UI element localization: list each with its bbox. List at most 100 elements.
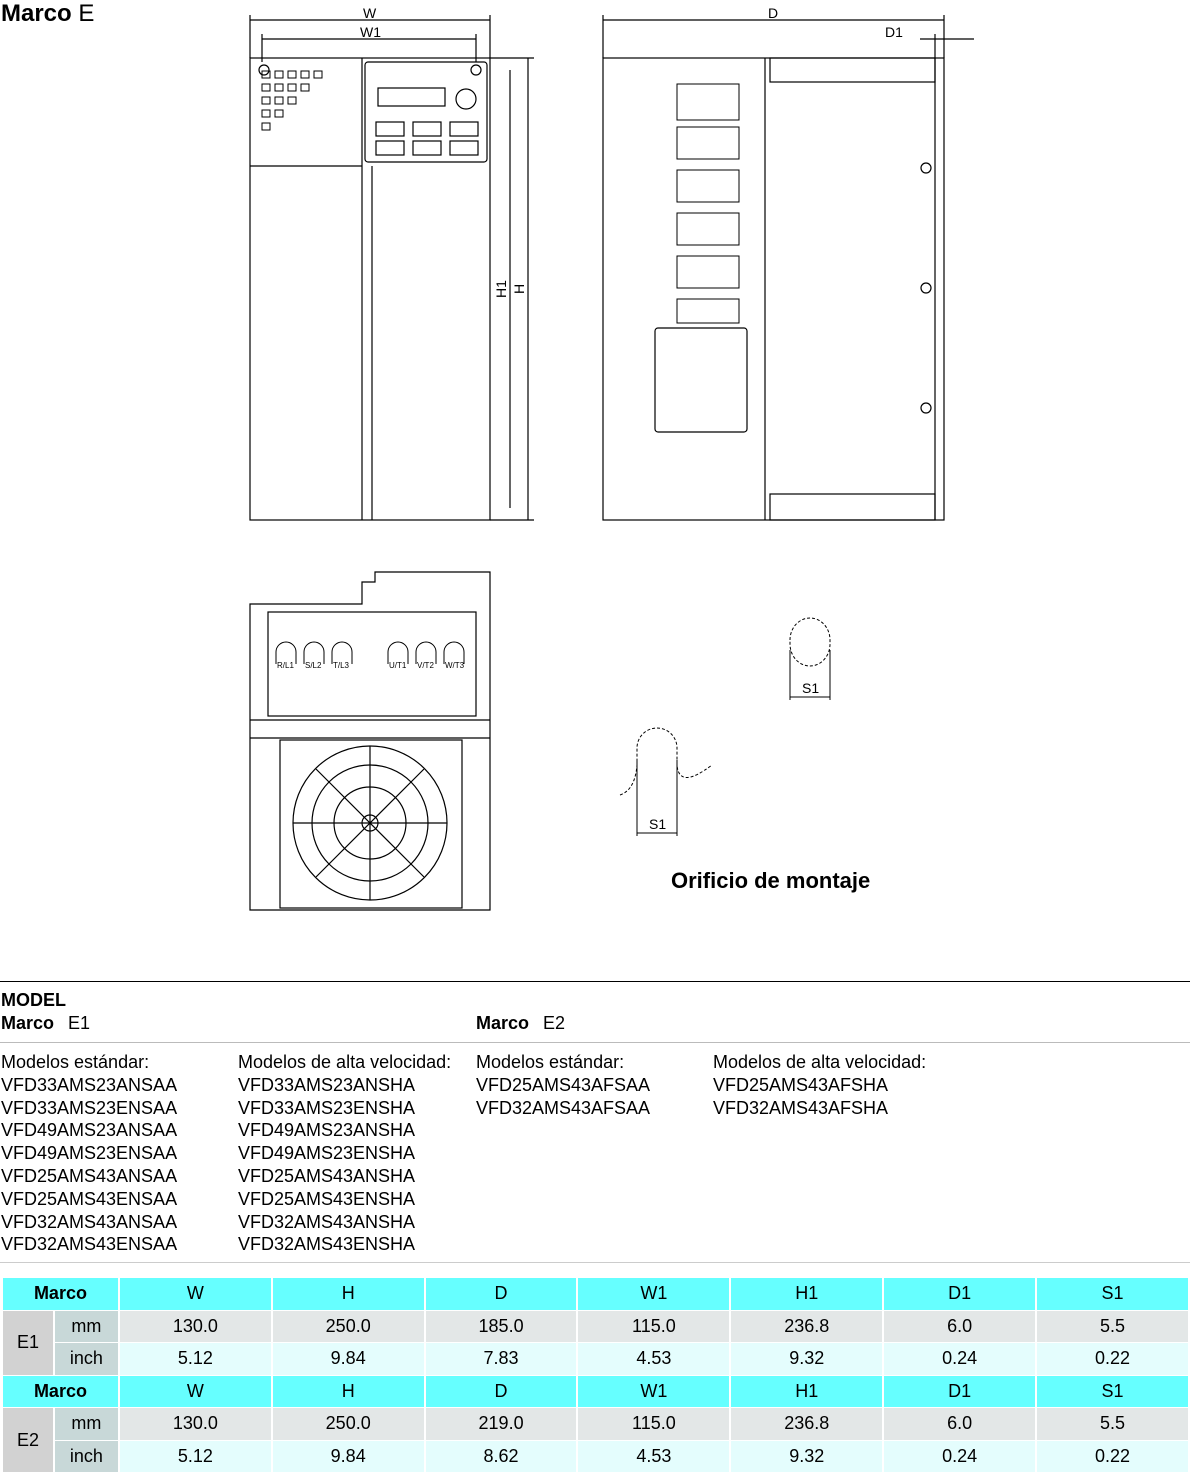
- model-list-item: VFD49AMS23ANSAA: [1, 1120, 178, 1141]
- model-list-header: Modelos estándar:: [1, 1052, 150, 1072]
- page-title: Marco E: [1, 0, 94, 28]
- unit-cell: inch: [54, 1440, 118, 1472]
- frame-e1-label: Marco E1: [1, 1013, 90, 1034]
- terminal-label: V/T2: [417, 661, 434, 670]
- dim-d1-label: D1: [885, 24, 903, 40]
- value-cell: 4.53: [578, 1343, 730, 1375]
- value-cell: 130.0: [119, 1310, 271, 1342]
- value-cell: 236.8: [731, 1310, 883, 1342]
- value-cell: 5.12: [119, 1343, 271, 1375]
- dim-d-label: D: [768, 5, 778, 21]
- value-cell: 9.32: [731, 1343, 883, 1375]
- value-cell: 6.0: [884, 1310, 1036, 1342]
- divider: [0, 981, 1190, 982]
- front-view: [249, 15, 534, 521]
- model-list-item: VFD32AMS43AFSAA: [476, 1097, 651, 1118]
- value-cell: 9.84: [272, 1440, 424, 1472]
- value-cell: 9.32: [731, 1440, 883, 1472]
- terminal-label: W/T3: [445, 661, 465, 670]
- title-frame: E: [78, 0, 95, 27]
- frame-label: Marco: [1, 1013, 55, 1033]
- value-cell: 0.24: [884, 1343, 1036, 1375]
- frame-cell: E1: [3, 1310, 53, 1375]
- header-cell: Marco: [3, 1278, 118, 1310]
- value-cell: 5.12: [119, 1440, 271, 1472]
- value-cell: 4.53: [578, 1440, 730, 1472]
- header-cell: S1: [1037, 1278, 1188, 1310]
- header-cell: Marco: [3, 1375, 118, 1407]
- value-cell: 6.0: [884, 1408, 1036, 1440]
- frame-code: E2: [543, 1013, 566, 1033]
- mounting-hole-detail: [619, 617, 831, 836]
- model-list-item: VFD25AMS43ANSHA: [238, 1165, 416, 1186]
- model-list-item: VFD32AMS43ENSAA: [1, 1234, 178, 1255]
- header-cell: H1: [731, 1278, 883, 1310]
- dim-w1-label: W1: [360, 24, 381, 40]
- value-cell: 8.62: [425, 1440, 577, 1472]
- title-bold: Marco: [1, 0, 72, 27]
- terminal-label: T/L3: [333, 661, 350, 670]
- header-cell: W: [119, 1375, 271, 1407]
- unit-cell: inch: [54, 1343, 118, 1375]
- frame-cell: E2: [3, 1408, 53, 1472]
- model-list-item: VFD49AMS23ENSHA: [238, 1143, 416, 1164]
- value-cell: 236.8: [731, 1408, 883, 1440]
- header-cell: H: [272, 1278, 424, 1310]
- header-cell: D1: [884, 1278, 1036, 1310]
- value-cell: 115.0: [578, 1310, 730, 1342]
- terminal-label: S/L2: [305, 661, 322, 670]
- divider: [0, 1262, 1190, 1263]
- header-cell: W: [119, 1278, 271, 1310]
- dimension-drawings: W W1 D D1 H1 H S1 S1 R/L1 S/L2 T/L3 U/T1…: [249, 5, 974, 911]
- header-cell: H: [272, 1375, 424, 1407]
- value-cell: 0.24: [884, 1440, 1036, 1472]
- e2-highspeed-models: Modelos de alta velocidad:VFD25AMS43AFSH…: [713, 1051, 926, 1119]
- bottom-view: [249, 571, 491, 911]
- model-list-item: VFD32AMS43ANSHA: [238, 1211, 416, 1232]
- model-heading: MODEL: [1, 990, 66, 1010]
- dim-s1-label-bottom: S1: [649, 816, 666, 832]
- model-list-header: Modelos de alta velocidad:: [713, 1052, 927, 1072]
- header-cell: D: [425, 1375, 577, 1407]
- model-list-header: Modelos estándar:: [476, 1052, 625, 1072]
- unit-cell: mm: [54, 1310, 118, 1342]
- divider: [0, 1042, 1190, 1043]
- header-cell: W1: [578, 1278, 730, 1310]
- mounting-hole-caption: Orificio de montaje: [671, 868, 871, 893]
- value-cell: 5.5: [1037, 1408, 1188, 1440]
- value-cell: 0.22: [1037, 1343, 1188, 1375]
- model-list-item: VFD33AMS23ENSAA: [1, 1097, 178, 1118]
- side-view: [602, 15, 974, 521]
- value-cell: 250.0: [272, 1408, 424, 1440]
- model-list-item: VFD25AMS43ENSAA: [1, 1188, 178, 1209]
- value-cell: 185.0: [425, 1310, 577, 1342]
- value-cell: 9.84: [272, 1343, 424, 1375]
- value-cell: 5.5: [1037, 1310, 1188, 1342]
- frame-code: E1: [68, 1013, 91, 1033]
- value-cell: 250.0: [272, 1310, 424, 1342]
- header-cell: W1: [578, 1375, 730, 1407]
- model-list-header: Modelos de alta velocidad:: [238, 1052, 452, 1072]
- header-cell: D1: [884, 1375, 1036, 1407]
- header-cell: S1: [1037, 1375, 1188, 1407]
- dim-w-label: W: [363, 5, 377, 21]
- terminal-label: U/T1: [389, 661, 407, 670]
- unit-cell: mm: [54, 1408, 118, 1440]
- model-list-item: VFD33AMS23ANSAA: [1, 1074, 178, 1095]
- model-list-item: VFD49AMS23ANSHA: [238, 1120, 416, 1141]
- header-cell: H1: [731, 1375, 883, 1407]
- value-cell: 0.22: [1037, 1440, 1188, 1472]
- model-list-item: VFD25AMS43ENSHA: [238, 1188, 416, 1209]
- dim-s1-label-top: S1: [802, 680, 819, 696]
- model-list-item: VFD33AMS23ENSHA: [238, 1097, 416, 1118]
- terminal-label: R/L1: [277, 661, 294, 670]
